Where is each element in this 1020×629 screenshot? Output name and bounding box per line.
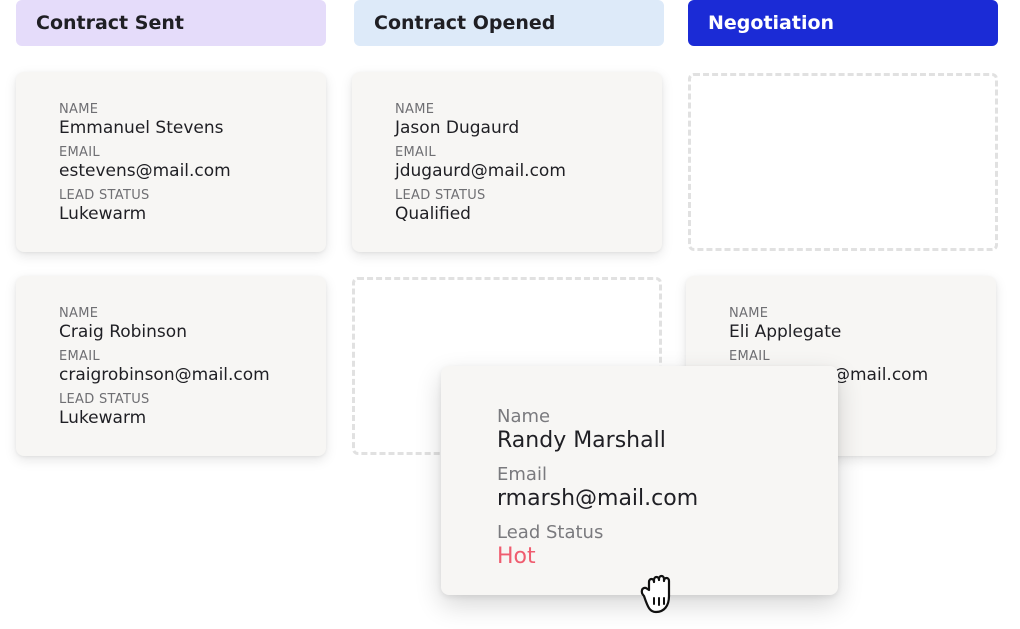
email-label: EMAIL — [59, 145, 100, 160]
lead-email: estevens@mail.com — [59, 161, 231, 181]
name-label: NAME — [395, 102, 435, 117]
lead-card-craig-robinson[interactable]: NAME Craig Robinson EMAIL craigrobinson@… — [16, 276, 326, 456]
lead-name: Randy Marshall — [497, 428, 666, 453]
lead-card-jason-dugaurd[interactable]: NAME Jason Dugaurd EMAIL jdugaurd@mail.c… — [352, 72, 662, 252]
lead-status: Qualified — [395, 204, 471, 224]
lead-name: Eli Applegate — [729, 322, 842, 342]
lead-card-emmanuel-stevens[interactable]: NAME Emmanuel Stevens EMAIL estevens@mai… — [16, 72, 326, 252]
lead-email: rmarsh@mail.com — [497, 486, 699, 511]
name-label: NAME — [59, 102, 99, 117]
dragged-lead-card-randy-marshall[interactable]: Name Randy Marshall Email rmarsh@mail.co… — [441, 366, 838, 595]
email-label: Email — [497, 464, 547, 485]
lead-name: Jason Dugaurd — [395, 118, 520, 138]
lead-status-label: LEAD STATUS — [395, 188, 486, 203]
drop-placeholder-negotiation[interactable] — [688, 73, 998, 251]
lead-status: Lukewarm — [59, 408, 147, 428]
column-title: Negotiation — [708, 12, 835, 34]
lead-status-label: LEAD STATUS — [59, 188, 150, 203]
grab-hand-icon — [634, 566, 690, 622]
name-label: Name — [497, 406, 551, 427]
lead-name: Craig Robinson — [59, 322, 187, 342]
lead-status-label: LEAD STATUS — [59, 392, 150, 407]
lead-status-label: Lead Status — [497, 522, 604, 543]
column-title: Contract Opened — [374, 12, 556, 34]
lead-name: Emmanuel Stevens — [59, 118, 224, 138]
name-label: NAME — [59, 306, 99, 321]
column-header-negotiation[interactable]: Negotiation — [688, 0, 998, 46]
column-title: Contract Sent — [36, 12, 184, 34]
lead-email: @mail.com — [833, 365, 929, 385]
column-header-contract-opened[interactable]: Contract Opened — [354, 0, 664, 46]
email-label: EMAIL — [59, 349, 100, 364]
lead-status-hot: Hot — [497, 544, 536, 569]
lead-email: jdugaurd@mail.com — [395, 161, 566, 181]
lead-email: craigrobinson@mail.com — [59, 365, 270, 385]
email-label: EMAIL — [395, 145, 436, 160]
name-label: NAME — [729, 306, 769, 321]
email-label: EMAIL — [729, 349, 770, 364]
column-header-contract-sent[interactable]: Contract Sent — [16, 0, 326, 46]
lead-status: Lukewarm — [59, 204, 147, 224]
